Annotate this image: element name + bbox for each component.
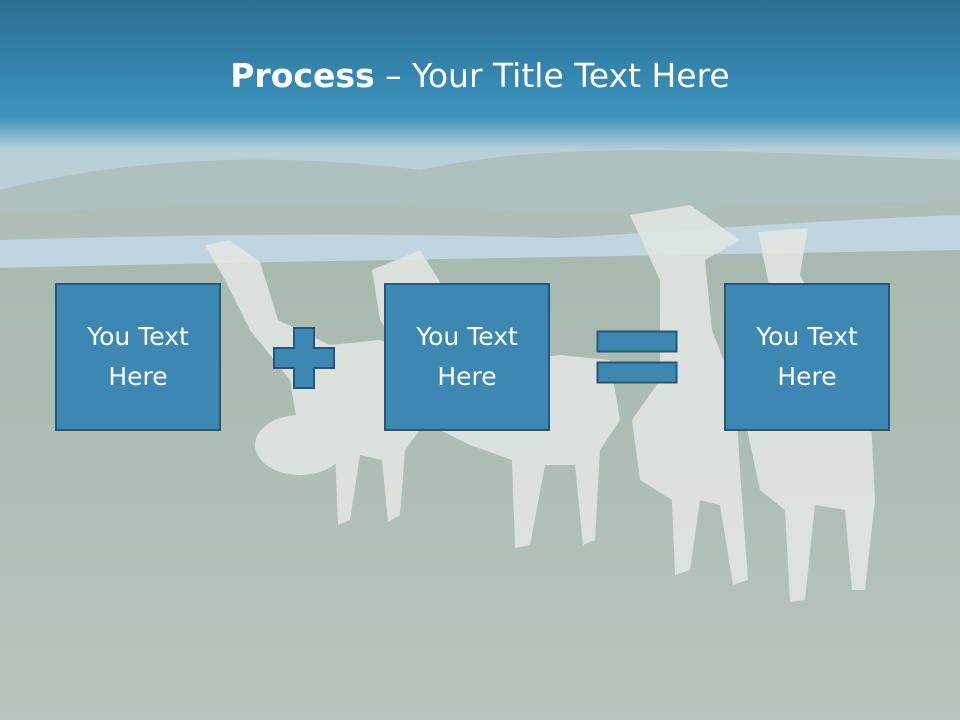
slide-title: Process – Your Title Text Here [0,54,960,98]
process-step-text-1: You Text Here [87,322,189,391]
slide-title-bold: Process [230,56,375,95]
process-step-box-3[interactable]: You Text Here [724,283,890,431]
slide-title-rest: – Your Title Text Here [374,56,730,95]
title-bar [0,0,960,150]
process-step-text-3: You Text Here [756,322,858,391]
equals-icon [596,330,678,384]
plus-icon [273,327,335,389]
process-step-box-2[interactable]: You Text Here [384,283,550,431]
process-step-box-1[interactable]: You Text Here [55,283,221,431]
process-step-text-2: You Text Here [416,322,518,391]
